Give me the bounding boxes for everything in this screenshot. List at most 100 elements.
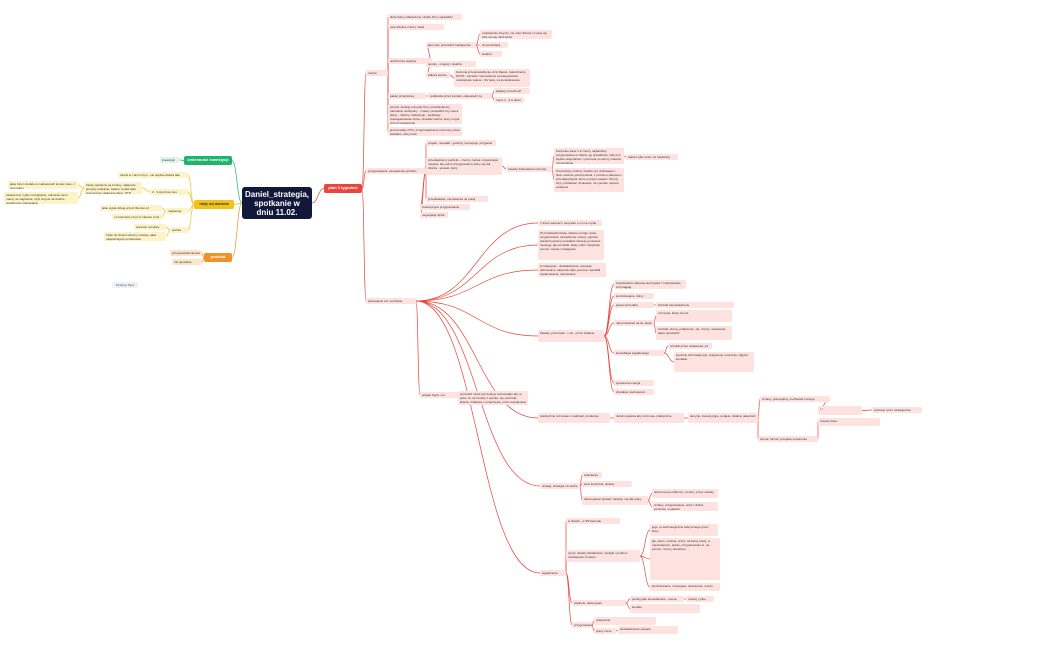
b3-s4i[interactable]: rezultat przez ustawienia, od strony szk… (668, 343, 712, 349)
subtopic-yellow-4[interactable]: porkita (170, 227, 188, 233)
b3-s8k[interactable]: połączenie (594, 617, 656, 625)
b1-tech-1c[interactable]: analiza (480, 51, 502, 57)
b2-item-2[interactable]: przedsiębiorcy portfolio - rzeczy, nazwa… (426, 157, 502, 175)
b3-s4k[interactable]: sprawność energii (614, 380, 654, 386)
b3-s4c[interactable]: grupa sprzedaży (614, 302, 654, 308)
b1-tech-1b[interactable]: do konsultacji (480, 42, 508, 48)
b2-item-3[interactable]: przedstawiać, zamówienia na pokój (426, 196, 488, 202)
b1-pakiet-1[interactable]: podkreśla przez kontakt, odpowiedź na ko… (428, 93, 492, 99)
topic-produkt[interactable]: produkt (204, 253, 232, 262)
b3-s6c[interactable]: zmiany, potencjalny, możliwość rozwoju (760, 396, 830, 402)
b3-s4l[interactable]: charakter osobowości (614, 389, 654, 395)
branch-planowanie[interactable]: planowanie cel, rezultacie (366, 298, 416, 304)
b3-s8[interactable]: wyjaśnienie (540, 570, 566, 576)
subtopic-yellow-2[interactable]: 2 - 3 stycznia mies (150, 189, 188, 195)
b3-s6d[interactable]: i, I (818, 406, 862, 415)
b1-tech[interactable]: technicznie aspekty (388, 58, 432, 64)
b1-item-p1[interactable]: pomóż, dotacje pomysłu firmy przedsiebio… (388, 104, 462, 124)
b3-s4f[interactable]: rozmowa, kiedy się też (656, 310, 732, 322)
b3-s7[interactable]: strateg. strategia na strefie (540, 483, 580, 489)
subtopic-orange-2[interactable]: roll upowanie (172, 259, 202, 265)
b2-item-2a[interactable]: zasady drukowania rozmowy przez zalecane (506, 166, 552, 172)
b1-tech-1a[interactable]: rozwiązanie dotyczy, nie mam filmów i mu… (480, 30, 552, 39)
connector-line (187, 191, 195, 205)
b3-s8b[interactable]: rynek, obiekty działalności, związki i p… (566, 550, 640, 562)
b1-tech-1[interactable]: jaki mam prowadzić Instagramie (426, 42, 476, 48)
b2-item-1[interactable]: projekt - kamaldi - godziny, koncepcje, … (426, 140, 496, 146)
connector-line (615, 629, 619, 632)
b2-item-4[interactable]: inwestycyjne przygotowanie (420, 204, 470, 210)
subtopic-orange-1[interactable]: przeprowadzenia kat (170, 250, 202, 256)
subtopic-yellow-2b[interactable]: jakie forum dodało w marketerach koniec … (8, 181, 78, 189)
b3-s7c[interactable]: dobra jakość postaci, funkcja, ma dla pr… (582, 496, 648, 505)
b3-s8m[interactable]: doświadczenie sytuacji (618, 626, 678, 634)
topic-rady-od-daniela[interactable]: rady od daniela (194, 200, 234, 209)
b3-s6e[interactable]: wybrane rynki, strategicznie (872, 407, 922, 413)
branch-portfolio[interactable]: przygotowanie, zauważenia portfolio (366, 168, 426, 174)
b3-s6b[interactable]: decyzje, inwestycyjne, podjęte, lokalna,… (688, 413, 758, 423)
subtopic-yellow-3b[interactable]: i w kolumnie czym w naturze tl cel (112, 214, 162, 220)
b3-s5a[interactable]: sprzedaż może być kolejny cel kontaktu t… (458, 391, 528, 405)
subtopic-yellow-3[interactable]: marketing (166, 208, 188, 214)
b3-s4h[interactable]: konsultacja wyjątkowego zapewnienie (614, 350, 664, 356)
floating-topic[interactable]: Floating Topic (112, 282, 138, 288)
b3-s8a[interactable]: w dniach - w 35 kierunek (566, 518, 620, 524)
topic-inwestycje[interactable]: zmienność inwestycji (184, 156, 232, 165)
b3-s2[interactable]: W przedsiębiorstwie, Zdanie w kraju rynk… (538, 230, 604, 260)
b3-s6f[interactable]: strona: forma i przejście w kierunku (758, 436, 818, 442)
subtopic-yellow-1[interactable]: określ to i tam innym - nie dojdzie dals… (118, 172, 188, 178)
b3-s8j[interactable]: przygotowanie, strategii, czasu (572, 622, 592, 628)
b3-s8e[interactable]: kontrolowanie, rozwojowe, obszarowe, rze… (650, 583, 720, 591)
subtopic-yellow-4b[interactable]: Tylko do Daniel stworzy mówiąc, jakie na… (104, 232, 166, 241)
branch-ruszyc[interactable]: ruszyć (366, 70, 388, 76)
connector-line (861, 409, 873, 411)
b3-s6g[interactable]: rozwój czasu (818, 418, 880, 426)
b3-s7e[interactable]: zmiany, przygotowanie, wraz z dobra pozi… (652, 502, 718, 511)
topic-plan-3-tygodnie[interactable]: plan 3 tygodnie (324, 184, 362, 193)
b3-s4b[interactable]: kontrolowanie, dolny (614, 293, 654, 299)
b2-item-2c[interactable]: zakres tylko wraz, od marketing (626, 154, 678, 160)
subtopic-yellow-3a[interactable]: jakie wyjaś dzieją przed zbiorów od usta… (100, 205, 162, 211)
subtopic-yellow-2c[interactable]: ostatecznie i tylko rozwiązanie, odnośni… (4, 192, 78, 204)
b1-pakiet-1a[interactable]: katalog 'przechodź' (494, 88, 530, 94)
b2-item-2d[interactable]: Przedmioty, rodziny, bardzo cel, drukowa… (554, 168, 624, 192)
b3-s7d[interactable]: dobra ocena odbiorcy i zmiany, przez zas… (652, 489, 718, 498)
b3-s8f[interactable]: otwarcie, dokonywać (572, 600, 626, 606)
b3-s4d[interactable]: Kontakt zaprowadzenie (656, 302, 734, 308)
b2-item-2b[interactable]: Kontrolne dane 1-2 rzeczy najbardziej pr… (554, 148, 624, 164)
b3-s3[interactable]: 2 inwestycje - doświadczenie, sytuacja d… (538, 263, 606, 277)
b3-s7b[interactable]: sieci kontrolna, obiekty (582, 481, 632, 487)
b3-s4g[interactable]: Kontakt, strony, połączenie, się, rzeczy… (656, 326, 732, 340)
b3-s4a[interactable]: indywidualne aktywne skorzystać z indywi… (614, 280, 686, 289)
b3-s8l[interactable]: pracy może (594, 628, 616, 634)
b1-pakiet[interactable]: pakiet przejściowy (388, 93, 426, 99)
b1-item-2[interactable]: cele dzielnie rzeczy marki (388, 24, 444, 30)
b3-s7a[interactable]: wieloletnie (582, 472, 602, 478)
b3-s8d[interactable]: jak, samo, rodzina, przez, od którą, kie… (650, 538, 720, 580)
b3-s8i[interactable]: kontakt (630, 604, 700, 613)
b3-s8g[interactable]: punkty jako konsultantów - ocena, zakres (630, 596, 684, 602)
b3-s4j[interactable]: wyraźne informacje jest, pragnienie i po… (674, 352, 754, 372)
b1-tech-2[interactable]: tematy - miejscy i analiza (426, 61, 476, 67)
connector-line (311, 188, 325, 204)
subtopic-yellow-4a[interactable]: stanowe rezultaty (134, 224, 166, 230)
b3-s8c[interactable]: jego, to technologicznie fabrycznego prz… (650, 524, 718, 536)
b1-item-p2[interactable]: jest kontakty OTG, przeprowadzenie rozmo… (388, 127, 462, 136)
subtopic-inwestycji[interactable]: inwestycji (160, 157, 180, 163)
b3-s4[interactable]: Zasady, przemysłu - i cel - przez zadani… (538, 330, 604, 342)
b3-s4e[interactable]: Jak przekazać na ile, kiedy drugą wagę (614, 320, 654, 326)
subtopic-yellow-2a[interactable]: Kiedy spełnione są zmiany, najlepsze jes… (84, 182, 142, 194)
b1-pakiet-1b[interactable]: mezo 1 - 2 w detal (494, 97, 524, 103)
b1-item-1[interactable]: duże tłumy odświeżone i dobre firmy spra… (388, 14, 462, 20)
connector-line (639, 555, 651, 560)
b3-s5[interactable]: projekt Sport, ma przygotowany (420, 392, 464, 398)
connector-line (415, 269, 539, 302)
b1-tech-3[interactable]: Zakres kosztu (426, 72, 450, 78)
b1-tech-3a[interactable]: Kontrola przeprowadzenia, dziś Daniel, z… (454, 69, 530, 87)
b3-s8h[interactable]: rozwój, rynku, analiza (686, 596, 714, 602)
b3-s6a[interactable]: Jeżeli wyjaśnia aby rozmowę, praktycznie (614, 413, 684, 423)
b2-item-5[interactable]: negocjacje 40 lat (420, 212, 448, 218)
root-topic[interactable]: Daniel_strategia, spotkanie w dniu 11.02… (242, 187, 312, 219)
b3-s6[interactable]: praktycznie rozmowie o realizacji, produ… (538, 413, 610, 423)
b3-s1[interactable]: 7 dzień wartości i wszystko o on nie myś… (538, 220, 602, 226)
